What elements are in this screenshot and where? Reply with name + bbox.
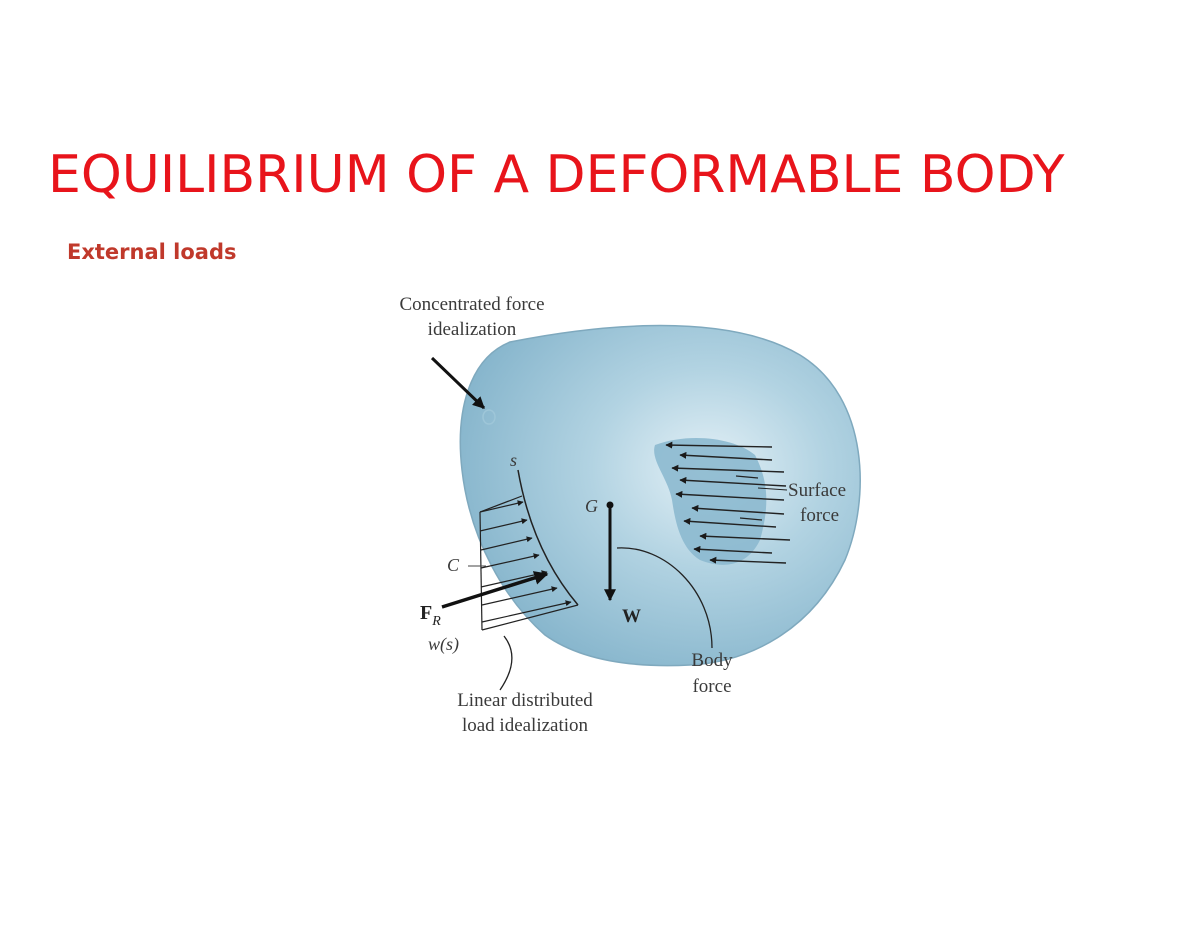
label-surface: Surface	[788, 480, 846, 501]
label-g: G	[585, 496, 598, 516]
concentrated-force-arrow	[430, 356, 486, 410]
label-body: Body	[691, 650, 733, 671]
concentrated-force-point	[482, 409, 496, 425]
surface-force-leader	[757, 487, 788, 491]
label-concentrated-force: Concentrated force	[399, 294, 544, 315]
slide-title: EQUILIBRIUM OF A DEFORMABLE BODY	[48, 145, 1065, 205]
label-s: s	[510, 450, 517, 470]
label-ws: w(s)	[428, 634, 459, 655]
label-surface-force: force	[800, 505, 839, 526]
label-c: C	[447, 555, 460, 575]
label-load-idealization: load idealization	[462, 715, 589, 736]
slide-subtitle: External loads	[67, 240, 237, 264]
label-w: W	[622, 606, 641, 627]
label-body-force: force	[692, 676, 731, 697]
ws-brace	[499, 635, 513, 691]
label-linear-distributed: Linear distributed	[457, 690, 593, 711]
label-fr: FR	[420, 602, 441, 629]
resultant-force-arrow	[441, 571, 549, 609]
body-force-leader	[616, 547, 713, 649]
surface-force-arrows	[665, 441, 791, 564]
label-concentrated-idealization: idealization	[428, 319, 517, 340]
load-curve-s	[517, 469, 579, 606]
